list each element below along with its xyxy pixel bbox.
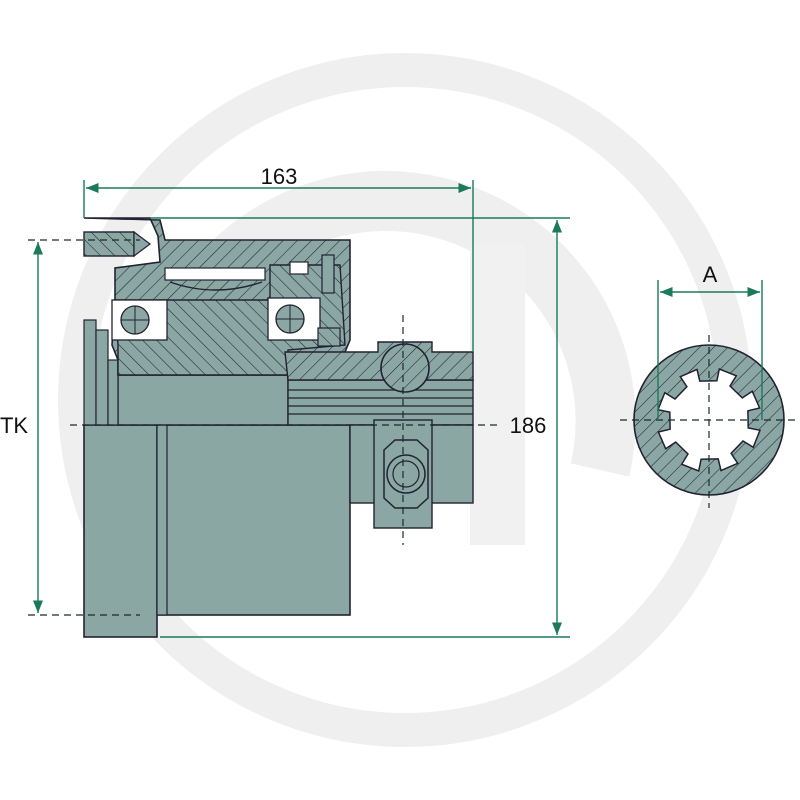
- right-ball-bearing: [267, 297, 321, 341]
- bolt-circle-label: TK: [0, 413, 28, 438]
- dimension-163: [83, 180, 474, 352]
- left-ball-bearing: [111, 299, 168, 341]
- centre-lines: [28, 239, 500, 616]
- shaft-grooves: [288, 389, 473, 415]
- set-screw: [83, 231, 135, 257]
- height-label: 186: [510, 413, 547, 438]
- flange-plate: [83, 424, 158, 638]
- coupling-section-view: [83, 217, 474, 638]
- shaft-body: [117, 374, 289, 426]
- spline-hub-section: A: [620, 262, 800, 508]
- bore-label: A: [703, 262, 718, 287]
- dimension-186: [150, 217, 570, 638]
- length-label: 163: [261, 164, 298, 189]
- inner-sleeve-section: [114, 264, 346, 376]
- locking-ball: [380, 343, 430, 393]
- hex-nut: [383, 439, 429, 509]
